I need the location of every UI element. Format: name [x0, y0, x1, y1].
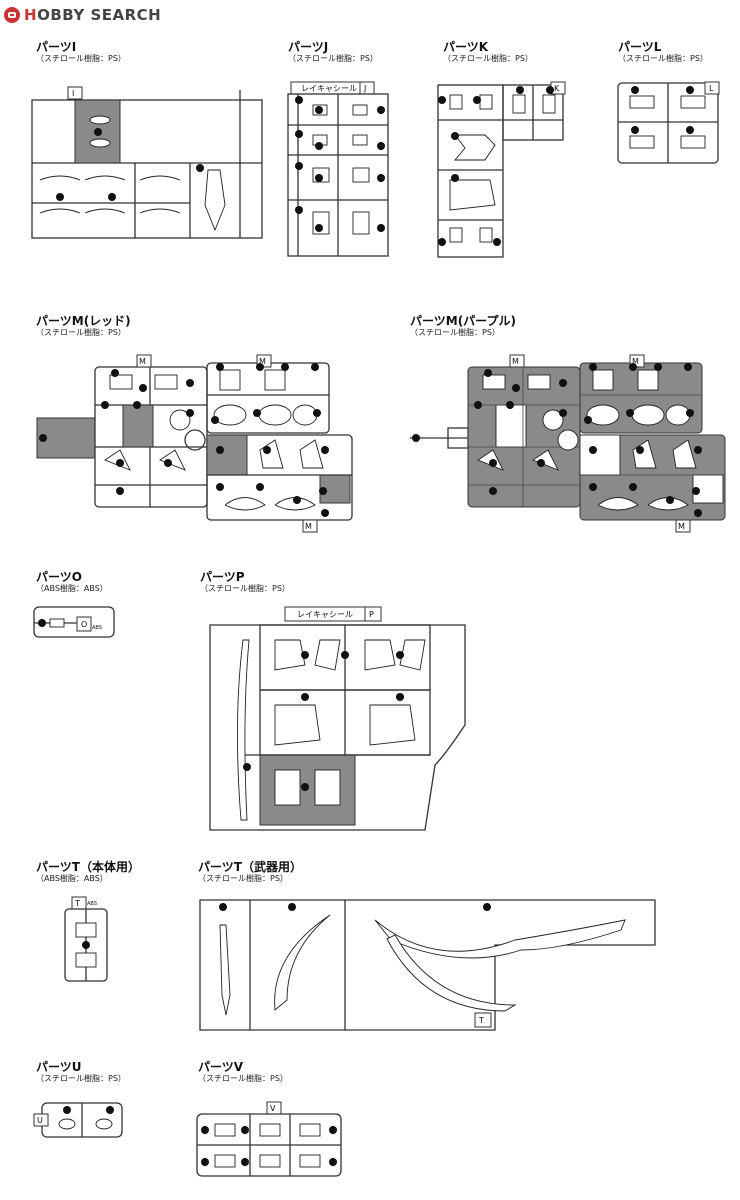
part-t-weapon-label: パーツT（武器用） （スチロール樹脂：PS）: [198, 860, 302, 883]
sprue-k-tag: K: [554, 84, 560, 93]
sprue-v-tag: V: [270, 1104, 276, 1113]
sprue-p: レイキャシール P: [209, 606, 466, 831]
part-u-label: パーツU （スチロール樹脂：PS）: [36, 1060, 126, 1083]
sprue-t-weapon: T: [199, 899, 656, 1031]
sprue-o-tag-small: ABS: [92, 625, 102, 631]
sprue-m-red: M M M: [36, 354, 353, 533]
sprue-t-body: T ABS: [64, 896, 108, 982]
sprue-i: I: [31, 86, 263, 239]
sprue-j-seal: レイキャシール: [301, 84, 357, 93]
part-j-label: パーツJ （スチロール樹脂：PS）: [288, 40, 378, 63]
sprue-m-red-tag-mid: M: [259, 357, 266, 366]
sprue-v: V: [196, 1101, 342, 1177]
sprue-m-purple-tag-bottom: M: [678, 522, 685, 531]
sprue-m-red-tag-bottom: M: [305, 522, 312, 531]
part-i-label: パーツI （スチロール樹脂：PS）: [36, 40, 126, 63]
sprue-m-purple-tag-top: M: [512, 357, 519, 366]
sprue-m-purple: M M M: [410, 354, 726, 533]
sprue-m-red-tag-top: M: [139, 357, 146, 366]
sprue-l-tag: L: [709, 84, 714, 93]
logo-text: HOBBY SEARCH: [24, 6, 162, 24]
sprue-o: O ABS: [33, 606, 115, 638]
part-p-label: パーツP （スチロール樹脂：PS）: [200, 570, 290, 593]
sprue-p-tag: P: [369, 610, 374, 619]
sprue-l: L: [617, 81, 720, 164]
sprue-t-body-tag-small: ABS: [87, 901, 97, 907]
part-l-label: パーツL （スチロール樹脂：PS）: [618, 40, 708, 63]
sprue-j-tag: J: [363, 84, 366, 93]
sprue-u-tag: U: [37, 1116, 43, 1125]
sprue-t-body-tag: T: [74, 899, 80, 908]
part-t-body-label: パーツT（本体用） （ABS樹脂：ABS）: [36, 860, 140, 883]
sprue-o-tag: O: [81, 620, 87, 629]
camera-icon: [4, 7, 20, 23]
sprue-k: K: [437, 81, 566, 258]
part-m-purple-label: パーツM(パープル) （スチロール樹脂：PS）: [410, 314, 516, 337]
sprue-t-weapon-tag: T: [478, 1016, 484, 1025]
sprue-u: U: [33, 1102, 123, 1138]
part-v-label: パーツV （スチロール樹脂：PS）: [198, 1060, 288, 1083]
sprue-p-seal: レイキャシール: [297, 610, 353, 619]
part-m-red-label: パーツM(レッド) （スチロール樹脂：PS）: [36, 314, 131, 337]
part-o-label: パーツO （ABS樹脂：ABS）: [36, 570, 108, 593]
sprue-i-tag: I: [72, 89, 74, 98]
sprue-j: レイキャシール J: [287, 81, 389, 257]
part-k-label: パーツK （スチロール樹脂：PS）: [443, 40, 533, 63]
hobby-search-logo: HOBBY SEARCH: [4, 4, 161, 26]
sprue-m-purple-tag-mid: M: [632, 357, 639, 366]
